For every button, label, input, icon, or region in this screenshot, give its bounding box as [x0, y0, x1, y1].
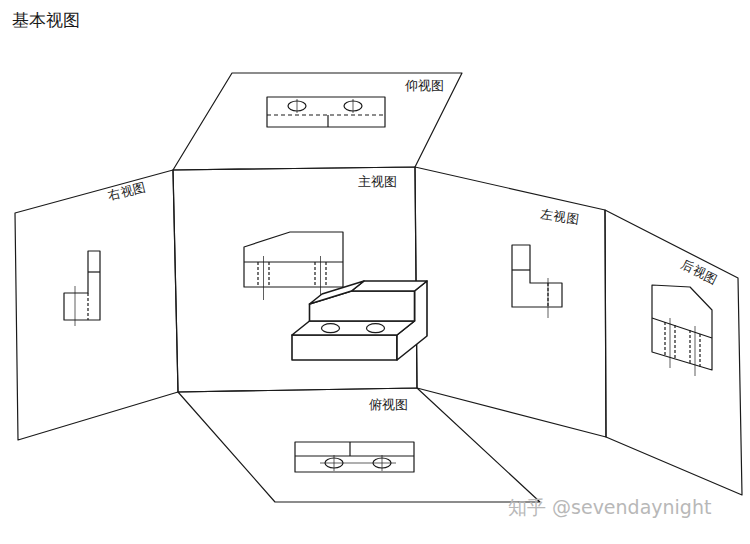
view-label: 仰视图 — [403, 79, 446, 93]
right-panel — [415, 167, 606, 437]
top-view — [295, 442, 414, 472]
back-panel — [605, 210, 742, 495]
front-panel — [173, 167, 417, 392]
back-view — [652, 285, 712, 376]
left-panel — [15, 170, 178, 440]
bottom-panel — [178, 388, 540, 502]
view-label: 左视图 — [538, 207, 582, 227]
bottom-up-view — [267, 97, 385, 127]
view-label: 右视图 — [104, 180, 149, 204]
hole — [322, 324, 340, 333]
watermark: 知乎 @sevendaynight — [508, 497, 711, 518]
left-view — [512, 245, 562, 318]
object-face — [292, 321, 415, 335]
object-face — [310, 281, 365, 304]
page-title: 基本视图 — [12, 11, 80, 30]
view-label: 主视图 — [356, 175, 399, 189]
top-panel — [173, 73, 462, 170]
object-face — [292, 335, 397, 360]
pictorial-object — [292, 281, 427, 360]
front-view — [244, 232, 343, 300]
view-label: 后视图 — [677, 257, 722, 288]
hole — [367, 324, 385, 333]
view-label: 俯视图 — [367, 398, 410, 412]
right-view — [64, 251, 100, 326]
